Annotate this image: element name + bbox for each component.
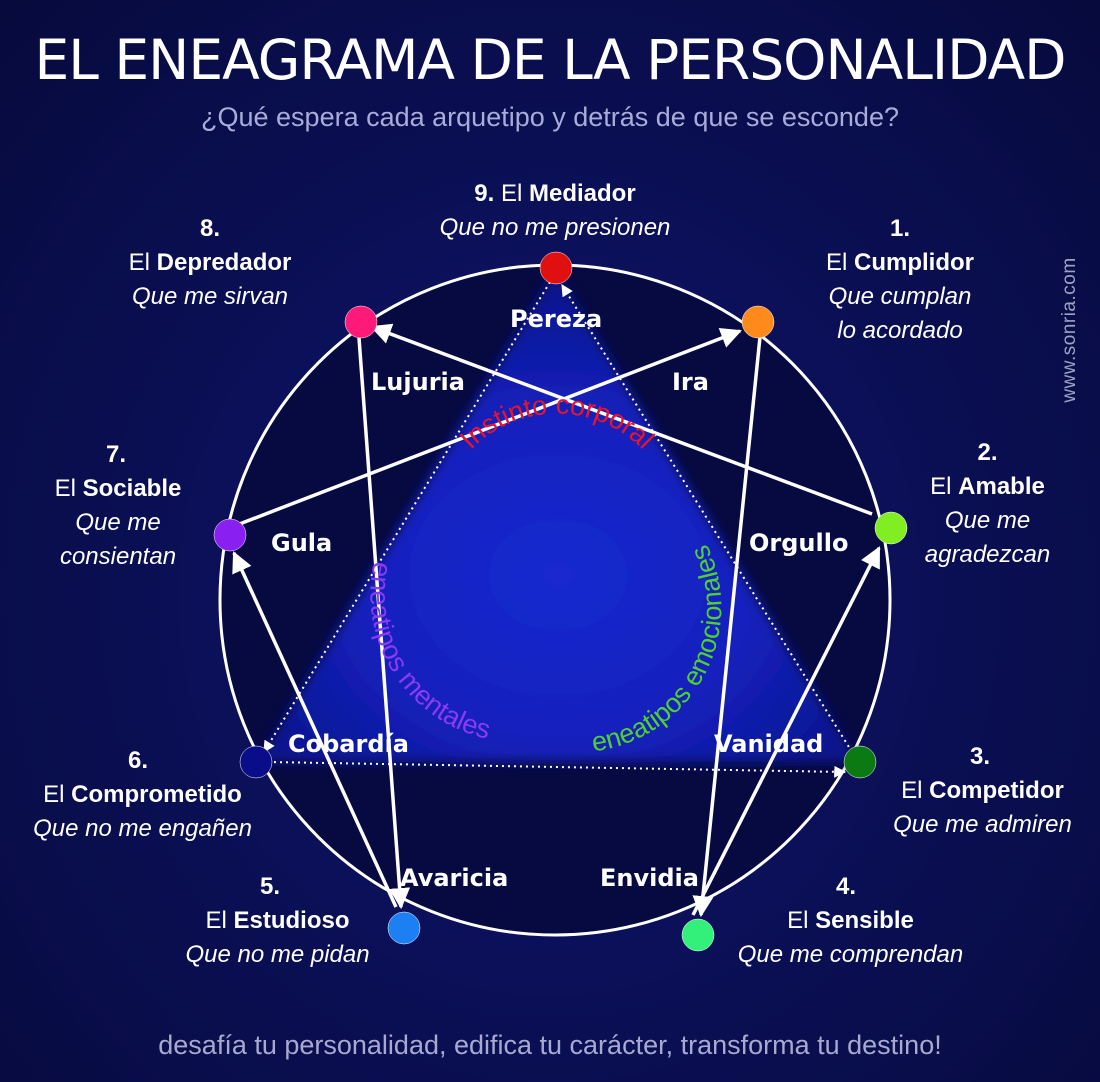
- watermark: www.sonria.com: [1059, 257, 1080, 403]
- type-4-number: 4.: [836, 873, 857, 900]
- type-8-name: Depredador: [156, 249, 292, 276]
- vice-1: Ira: [672, 368, 709, 396]
- type-5-wish: Que no me pidan: [185, 941, 370, 968]
- vice-6: Cobardía: [288, 730, 409, 758]
- type-9-number: 9.: [474, 180, 495, 207]
- type-6-name: Comprometido: [71, 781, 242, 808]
- type-8-dot[interactable]: [344, 305, 378, 339]
- type-1-name: Cumplidor: [854, 249, 974, 276]
- vice-2: Orgullo: [749, 529, 849, 557]
- type-4-dot[interactable]: [681, 918, 715, 952]
- type-5-number: 5.: [260, 873, 281, 900]
- type-2-number: 2.: [977, 439, 998, 466]
- vice-4: Envidia: [600, 864, 699, 892]
- vice-9: Pereza: [510, 305, 603, 333]
- vice-5: Avaricia: [400, 864, 509, 892]
- type-2-wish-2: agradezcan: [924, 541, 1051, 568]
- type-1-number: 1.: [889, 215, 910, 242]
- type-9-dot[interactable]: [539, 251, 573, 285]
- type-2-name: Amable: [958, 473, 1045, 500]
- type-4-label: 4. El Sensible Que me comprendan: [708, 870, 993, 972]
- type-9-name: Mediador: [529, 180, 636, 207]
- type-1-dot[interactable]: [741, 305, 775, 339]
- type-7-dot[interactable]: [213, 518, 247, 552]
- type-1-wish-2: lo acordado: [837, 317, 963, 344]
- triangle-lines: [263, 281, 853, 778]
- type-5-name: Estudioso: [233, 907, 350, 934]
- type-6-dot[interactable]: [239, 745, 273, 779]
- type-7-number: 7.: [106, 441, 127, 468]
- type-7-label: 7. El Sociable Que me consientan: [28, 438, 208, 574]
- vice-8: Lujuria: [371, 368, 465, 396]
- type-3-dot[interactable]: [843, 745, 877, 779]
- type-5-dot[interactable]: [387, 911, 421, 945]
- page-subtitle: ¿Qué espera cada arquetipo y detrás de q…: [201, 102, 899, 132]
- hexad-arrows: [232, 323, 881, 918]
- type-5-label: 5. El Estudioso Que no me pidan: [160, 870, 395, 972]
- type-2-wish-1: Que me: [944, 507, 1031, 534]
- inner-triangle-glow: [258, 270, 858, 762]
- type-1-label: 1. El Cumplidor Que cumplan lo acordado: [780, 212, 1020, 348]
- type-dots: [213, 251, 908, 952]
- page-footer: desafía tu personalidad, edifica tu cará…: [158, 1030, 942, 1060]
- vice-7: Gula: [271, 529, 333, 557]
- type-6-label: 6. El Comprometido Que no me engañen: [0, 744, 285, 846]
- type-4-wish: Que me comprendan: [737, 941, 964, 968]
- page-title: EL ENEAGRAMA DE LA PERSONALIDAD: [34, 28, 1067, 92]
- type-3-name: Competidor: [929, 777, 1064, 804]
- type-8-number: 8.: [199, 215, 220, 242]
- type-9-wish: Que no me presionen: [439, 214, 671, 241]
- type-7-wish-2: consientan: [59, 543, 177, 570]
- type-8-label: 8. El Depredador Que me sirvan: [90, 212, 330, 314]
- type-8-wish: Que me sirvan: [131, 283, 289, 310]
- type-6-number: 6.: [128, 747, 149, 774]
- type-9-label: 9. El Mediador Que no me presionen: [400, 177, 710, 245]
- type-1-wish-1: Que cumplan: [828, 283, 972, 310]
- type-2-dot[interactable]: [874, 511, 908, 545]
- type-3-wish: Que me admiren: [893, 811, 1072, 838]
- type-3-number: 3.: [970, 743, 991, 770]
- type-7-wish-1: Que me: [75, 509, 161, 536]
- type-6-wish: Que no me engañen: [33, 815, 252, 842]
- type-7-name: Sociable: [82, 475, 182, 502]
- type-3-label: 3. El Competidor Que me admiren: [870, 740, 1095, 842]
- type-4-name: Sensible: [815, 907, 914, 934]
- vice-3: Vanidad: [714, 730, 824, 758]
- type-2-label: 2. El Amable Que me agradezcan: [900, 436, 1075, 572]
